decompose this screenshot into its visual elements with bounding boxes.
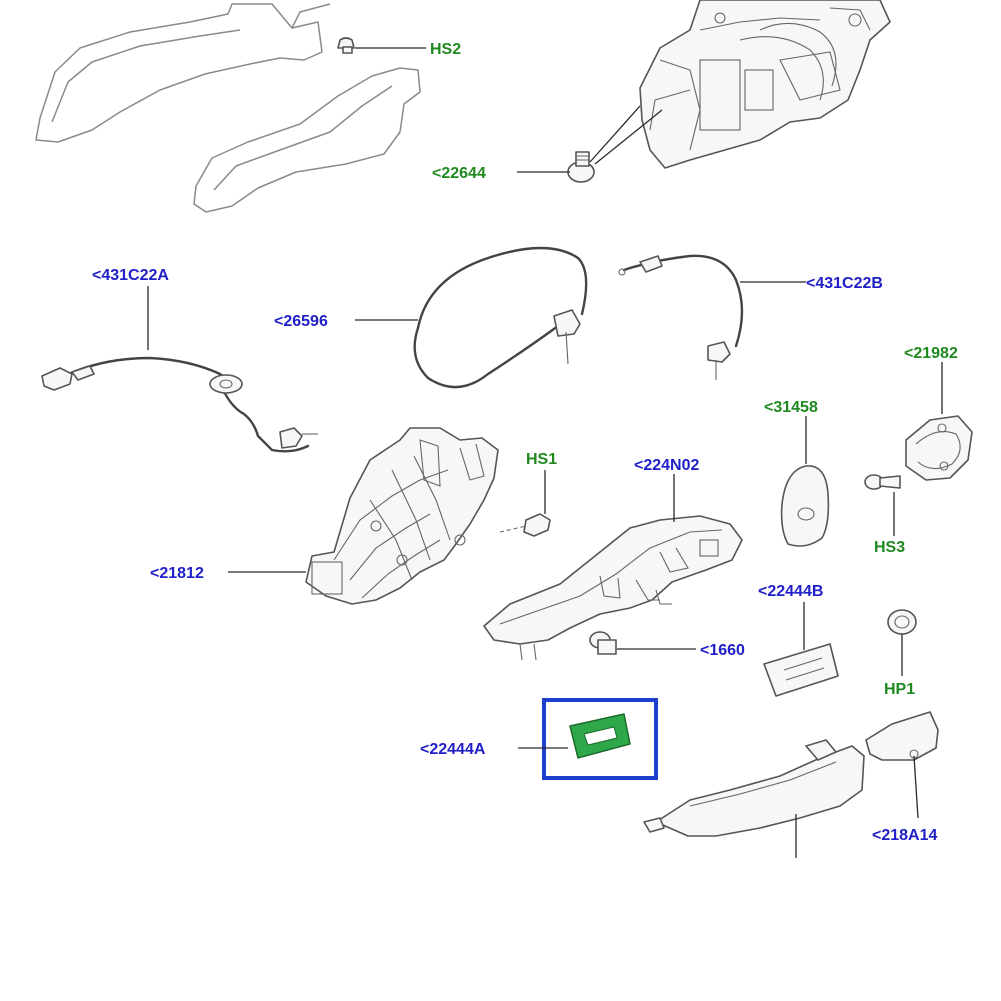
end-cap [865, 711, 939, 761]
lock-mechanism-top [639, 0, 891, 169]
label-hs3: HS3 [874, 539, 905, 556]
cable-431c22a [41, 356, 318, 453]
cable-26596 [413, 246, 588, 389]
cable-431c22b [618, 254, 744, 380]
gasket-22444b [763, 643, 839, 697]
label-22444b: <22444B [758, 583, 823, 600]
label-31458: <31458 [764, 399, 818, 416]
label-22444a: <22444A [420, 741, 486, 758]
label-218a14: <218A14 [872, 827, 937, 844]
clip-1660 [589, 631, 617, 655]
leader-lines [147, 47, 943, 858]
label-224n02: <224N02 [634, 457, 699, 474]
outer-handle-outline-lower [193, 67, 421, 213]
label-26596: <26596 [274, 313, 328, 330]
striker-21982 [905, 415, 973, 481]
hs2-screw [337, 37, 355, 54]
label-hs1: HS1 [526, 451, 557, 468]
label-21812: <21812 [150, 565, 204, 582]
hs1-screw [499, 513, 551, 537]
hs3-screw [864, 474, 901, 490]
highlight-frame-22444a [542, 698, 658, 780]
label-431c22a: <431C22A [92, 267, 169, 284]
label-22644: <22644 [432, 165, 486, 182]
latch-assembly-21812 [305, 427, 499, 605]
label-21982: <21982 [904, 345, 958, 362]
label-431c22b: <431C22B [806, 275, 883, 292]
label-hs2: HS2 [430, 41, 461, 58]
label-hp1: HP1 [884, 681, 915, 698]
gasket-22444a-highlighted [569, 713, 631, 759]
callout-labels: HS2 <22644 <431C22A <26596 <431C22B <219… [92, 41, 958, 844]
plug-hp1 [887, 609, 917, 635]
cover-31458 [780, 465, 830, 547]
screw-22644 [567, 151, 595, 183]
handle-bracket-224n02 [483, 515, 743, 661]
outer-handle-218a14 [643, 739, 865, 837]
label-1660: <1660 [700, 642, 745, 659]
outer-handle-outline-upper [35, 3, 331, 143]
